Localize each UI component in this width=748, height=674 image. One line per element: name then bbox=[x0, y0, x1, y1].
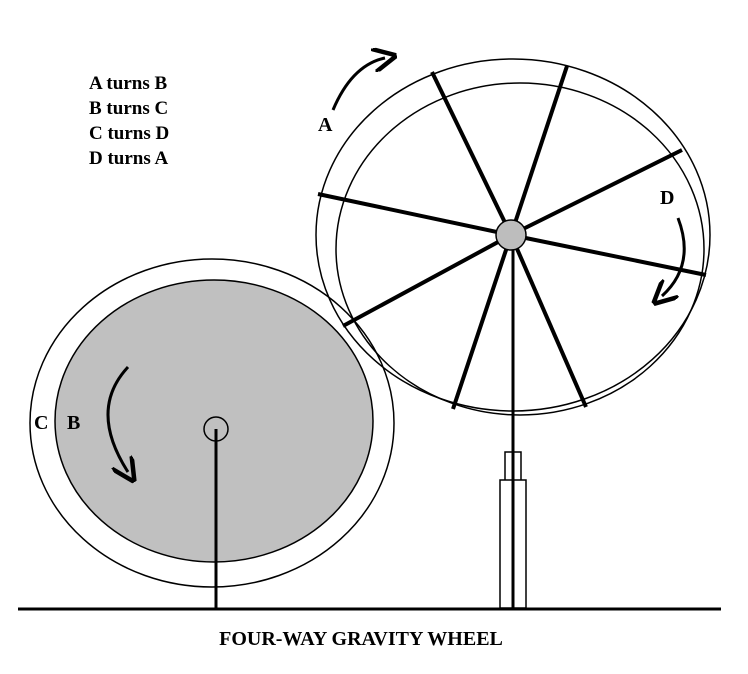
legend-line-1: A turns B bbox=[89, 73, 167, 94]
diagram-caption: FOUR-WAY GRAVITY WHEEL bbox=[219, 628, 503, 650]
spoke bbox=[451, 234, 513, 410]
right-hub bbox=[495, 219, 527, 251]
rotation-arrow-d bbox=[662, 217, 686, 296]
spoke bbox=[430, 71, 513, 236]
wheel-d-inner-ring bbox=[335, 82, 705, 416]
label-a: A bbox=[318, 114, 333, 136]
spokes bbox=[317, 65, 707, 410]
wheel-b-disc bbox=[54, 279, 374, 563]
rotation-arrow-b bbox=[106, 365, 128, 472]
label-b: B bbox=[67, 412, 80, 434]
rotation-arrow-a bbox=[331, 58, 385, 111]
spoke bbox=[510, 148, 683, 237]
spoke bbox=[317, 192, 512, 237]
legend-line-2: B turns C bbox=[89, 98, 168, 119]
legend-line-4: D turns A bbox=[89, 148, 168, 169]
label-d: D bbox=[660, 187, 674, 209]
wheel-c-outer-ring bbox=[29, 258, 395, 588]
spoke bbox=[510, 233, 707, 277]
spoke bbox=[509, 65, 569, 236]
label-c: C bbox=[34, 412, 48, 434]
legend-line-3: C turns D bbox=[89, 123, 169, 144]
spoke bbox=[342, 233, 512, 328]
spoke bbox=[509, 234, 588, 408]
